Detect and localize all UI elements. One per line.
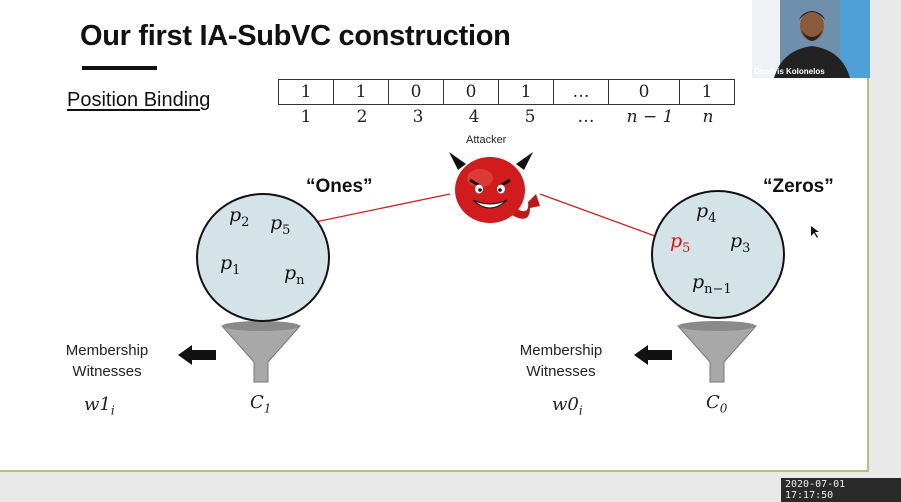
attack-arrow-right [539,193,668,242]
right-funnel [676,321,758,383]
bit-vector: 1 1 0 0 1 … 0 1 [278,79,735,105]
vector-index: 3 [412,107,424,127]
mouse-cursor-icon [811,226,819,238]
set-element: p5 [270,212,291,238]
attack-arrow-left [294,193,451,230]
vector-cell: 1 [679,79,735,105]
title-underline [82,66,157,70]
set-element: p4 [696,200,717,226]
set-element: p2 [229,204,250,230]
participant-name: Dimitris Kolonelos [754,67,825,76]
left-funnel [220,321,302,383]
vector-index: 4 [468,107,480,127]
vector-cell: 1 [278,79,334,105]
attacker-label: Attacker [466,134,507,146]
right-witness-arrow [634,345,672,365]
vector-index: n − 1 [626,107,674,127]
vector-cell: 1 [498,79,554,105]
left-witness-arrow [178,345,216,365]
slide-title: Our first IA-SubVC construction [80,20,511,52]
vector-index: 5 [524,107,536,127]
zeros-label: “Zeros” [763,176,834,197]
injected-set-element: p5 [670,230,691,256]
commitment-c1: C1 [250,392,272,416]
webcam-person-image [752,0,870,78]
vector-index: 2 [356,107,368,127]
witness-w0i: w0i [552,394,583,418]
slide-border-bottom [0,470,869,472]
vector-index: 1 [300,107,312,127]
vector-cell: 0 [443,79,499,105]
set-element: p3 [730,230,751,256]
vector-cell: 0 [388,79,444,105]
ones-label: “Ones” [306,176,373,197]
right-witness-label: Membership Witnesses [519,342,603,380]
set-element: pn−1 [692,271,732,297]
set-element: p1 [220,252,241,278]
set-element: pn [284,262,305,288]
commitment-c0: C0 [706,392,728,416]
vector-index: n [702,107,714,127]
recording-timestamp: 2020-07-01 17:17:50 [781,478,901,502]
witness-w1i: w1i [84,394,115,418]
slide-border-right [867,78,869,472]
ones-set-circle [196,193,330,322]
zeros-set-circle [651,190,785,319]
vector-index: … [577,107,595,127]
left-witness-label: Membership Witnesses [65,342,149,380]
webcam-feed [752,0,870,78]
vector-cell: … [553,79,609,105]
vector-cell: 0 [608,79,680,105]
slide-subtitle: Position Binding [67,89,211,111]
devil-icon [449,152,540,223]
